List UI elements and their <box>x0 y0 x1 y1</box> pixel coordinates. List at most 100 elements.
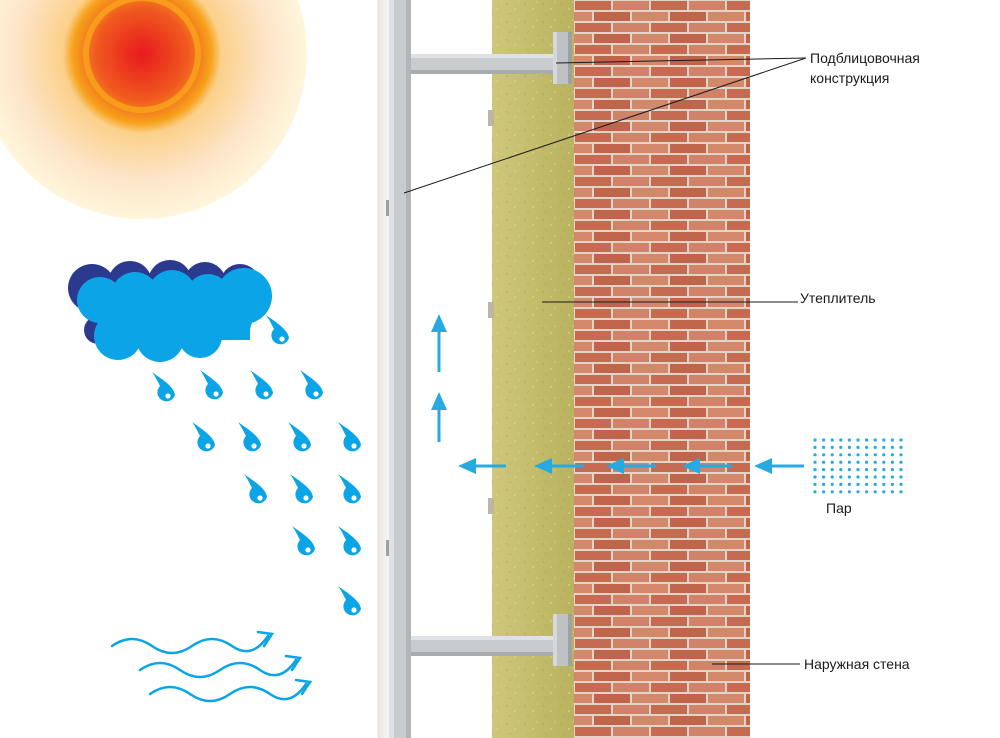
vapor-dot <box>839 445 843 449</box>
vapor-dot <box>873 460 877 464</box>
airflow-arrows <box>431 314 804 474</box>
vapor-dot <box>813 482 817 486</box>
raindrop-icon <box>152 372 175 402</box>
vapor-dot <box>882 475 886 479</box>
vapor-dot <box>890 453 895 457</box>
vapor-dot <box>847 468 852 472</box>
vapor-dot <box>822 445 826 449</box>
label-insulation: Утеплитель <box>800 290 876 306</box>
vapor-dot <box>856 453 860 457</box>
vapor-dot <box>813 438 817 442</box>
vapor-dot <box>856 482 860 486</box>
vapor-dot <box>890 445 895 449</box>
raindrop-icon <box>250 370 273 400</box>
arrow-up-icon <box>431 314 447 372</box>
vapor-dot <box>865 482 869 486</box>
vapor-dot <box>899 460 903 464</box>
vapor-dot <box>865 490 869 494</box>
vapor-dot <box>890 475 895 479</box>
vapor-dot <box>830 482 834 486</box>
vapor-dot <box>865 445 869 449</box>
vapor-dot <box>873 453 877 457</box>
label-vapor: Пар <box>826 500 852 516</box>
vapor-dot <box>830 453 834 457</box>
raindrop-icon <box>288 422 311 452</box>
vapor-dot <box>890 490 895 494</box>
vapor-dot <box>839 468 843 472</box>
vapor-dot <box>899 438 903 442</box>
vapor-dot <box>890 438 895 442</box>
label-outer-wall: Наружная стена <box>804 656 910 672</box>
vapor-dot <box>899 445 903 449</box>
vapor-dot <box>839 438 843 442</box>
vapor-dot <box>899 453 903 457</box>
vapor-dot <box>873 482 877 486</box>
leader-lines <box>403 57 807 665</box>
label-substructure: Подблицовочная конструкция <box>810 50 920 86</box>
vapor-dot <box>865 475 869 479</box>
vapor-dot <box>822 460 826 464</box>
arrow-left-icon <box>754 458 804 474</box>
vapor-dot <box>856 490 860 494</box>
vapor-dot <box>813 468 817 472</box>
vapor-dot <box>847 482 852 486</box>
vapor-dot <box>856 445 860 449</box>
raindrop-icon <box>192 422 215 452</box>
raindrop-icon <box>200 370 223 400</box>
vapor-dot <box>813 453 817 457</box>
outer-wall <box>574 0 750 738</box>
vapor-dot <box>847 460 852 464</box>
sun-icon <box>0 0 307 219</box>
raindrop-icon <box>338 586 361 616</box>
vapor-dot <box>882 490 886 494</box>
wind-icon <box>110 630 313 703</box>
arrow-left-icon <box>534 458 584 474</box>
vapor-dot <box>899 490 903 494</box>
vapor-dot <box>830 438 834 442</box>
vapor-dot <box>830 490 834 494</box>
raindrop-icon <box>290 474 313 504</box>
arrow-up-icon <box>431 392 447 442</box>
leader-line-profile <box>403 57 807 194</box>
vapor-dot <box>822 438 826 442</box>
vapor-dot <box>882 438 886 442</box>
vapor-dot <box>839 490 843 494</box>
vapor-dot <box>882 460 886 464</box>
vapor-dot <box>899 468 903 472</box>
vapor-dot <box>822 468 826 472</box>
vapor-dot <box>856 468 860 472</box>
raindrop-icon <box>338 526 361 556</box>
vapor-dot <box>873 438 877 442</box>
vapor-dot <box>839 475 843 479</box>
vapor-dot <box>882 482 886 486</box>
vapor-dot <box>882 468 886 472</box>
vapor-dot <box>847 490 852 494</box>
vapor-dot <box>847 445 852 449</box>
arrow-left-icon <box>606 458 656 474</box>
rain-cloud-icon <box>68 260 272 362</box>
raindrop-icon <box>266 315 289 345</box>
vapor-dot <box>839 460 843 464</box>
vapor-dot <box>882 445 886 449</box>
vapor-dot <box>873 445 877 449</box>
vapor-dot <box>813 445 817 449</box>
vapor-dot <box>813 460 817 464</box>
facade-panel <box>377 0 390 738</box>
vapor-dot <box>890 482 895 486</box>
vapor-dot <box>873 490 877 494</box>
vapor-dot <box>847 453 852 457</box>
raindrop-icon <box>244 474 267 504</box>
raindrop-icon <box>338 422 361 452</box>
substructure <box>386 0 572 738</box>
vapor-dot <box>830 445 834 449</box>
vapor-dot <box>822 453 826 457</box>
vapor-dot <box>847 438 852 442</box>
vapor-dot <box>899 482 903 486</box>
vapor-dot <box>856 438 860 442</box>
vapor-dot <box>856 475 860 479</box>
raindrops <box>152 315 361 616</box>
vapor-dot <box>830 475 834 479</box>
raindrop-icon <box>292 526 315 556</box>
